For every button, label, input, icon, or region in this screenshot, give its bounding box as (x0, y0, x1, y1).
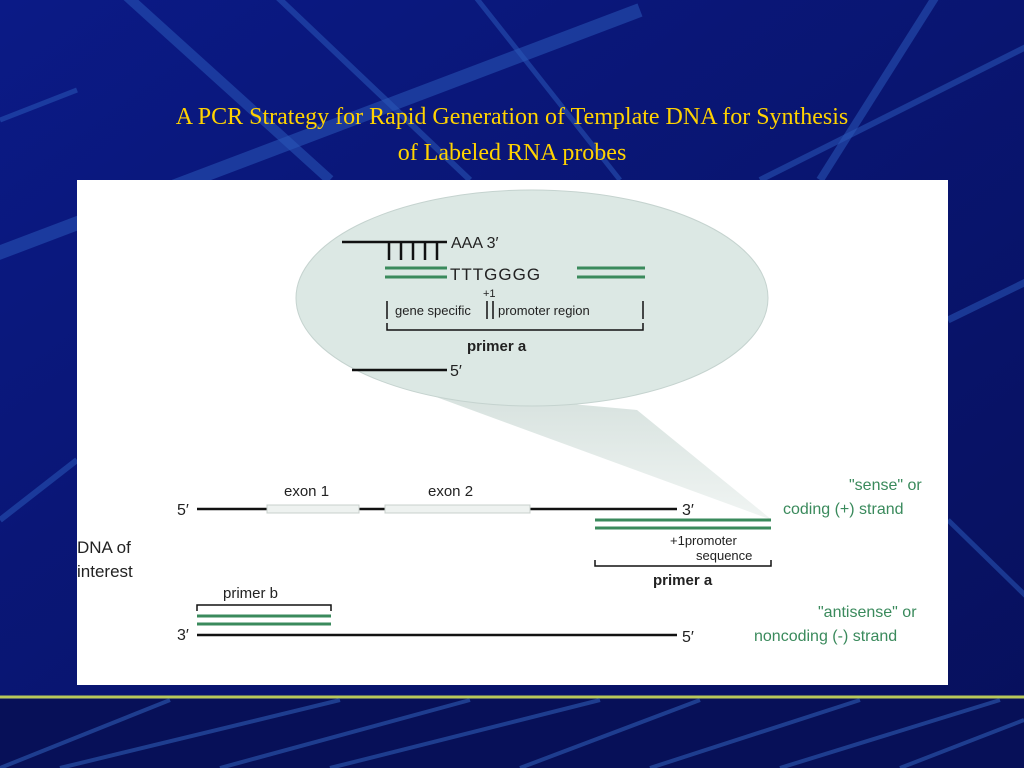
figure-panel: AAA 3′ TTTGGGG +1 gene specific promoter… (77, 180, 948, 685)
primer-b-label: primer b (223, 585, 278, 602)
exon1-label: exon 1 (284, 483, 329, 500)
zoom-promoter-region-label: promoter region (498, 303, 590, 318)
zoom-tttgggg-sequence: TTTGGGG (450, 265, 541, 284)
primer-b-strand (197, 614, 331, 626)
zoom-mrna-polya (342, 240, 447, 260)
exon2-label: exon 2 (428, 483, 473, 500)
exon1-box (266, 504, 360, 514)
sense-strand-label-line1: "sense" or (849, 477, 922, 494)
slide-title-line1: A PCR Strategy for Rapid Generation of T… (175, 104, 849, 130)
primer-b-bracket (196, 604, 332, 611)
antisense-3prime-label: 3′ (177, 627, 189, 644)
antisense-strand-label-line1: "antisense" or (818, 604, 917, 621)
exon2-box (384, 504, 531, 514)
primer-a-strand (595, 518, 771, 530)
pcr-diagram: AAA 3′ TTTGGGG +1 gene specific promoter… (77, 189, 922, 646)
zoom-primer-a-label: primer a (467, 338, 527, 355)
zoom-five-prime: 5′ (450, 363, 462, 380)
zoom-gene-specific-label: gene specific (395, 303, 471, 318)
promoter-label-line2: sequence (696, 548, 752, 563)
zoom-primer-a-strand (385, 266, 645, 279)
dna-of-interest-line1: DNA of (77, 538, 131, 557)
primer-a-label: primer a (653, 572, 713, 589)
antisense-strand-label-line2: noncoding (-) strand (754, 628, 897, 645)
zoom-plus-one: +1 (483, 288, 496, 300)
promoter-label-line1: +1promoter (670, 533, 738, 548)
zoom-aaa-3prime: AAA 3′ (451, 235, 498, 252)
sense-strand-label-line2: coding (+) strand (783, 501, 904, 518)
sense-3prime-label: 3′ (682, 502, 694, 519)
dna-of-interest-line2: interest (77, 562, 133, 581)
sense-5prime-label: 5′ (177, 502, 189, 519)
magnifier-cone (417, 390, 772, 520)
primer-a-bracket (594, 560, 772, 567)
magnifier-bubble (295, 189, 769, 407)
antisense-5prime-label: 5′ (682, 629, 694, 646)
slide-title-line2: of Labeled RNA probes (397, 140, 627, 166)
zoom-region-bracket (386, 301, 644, 331)
